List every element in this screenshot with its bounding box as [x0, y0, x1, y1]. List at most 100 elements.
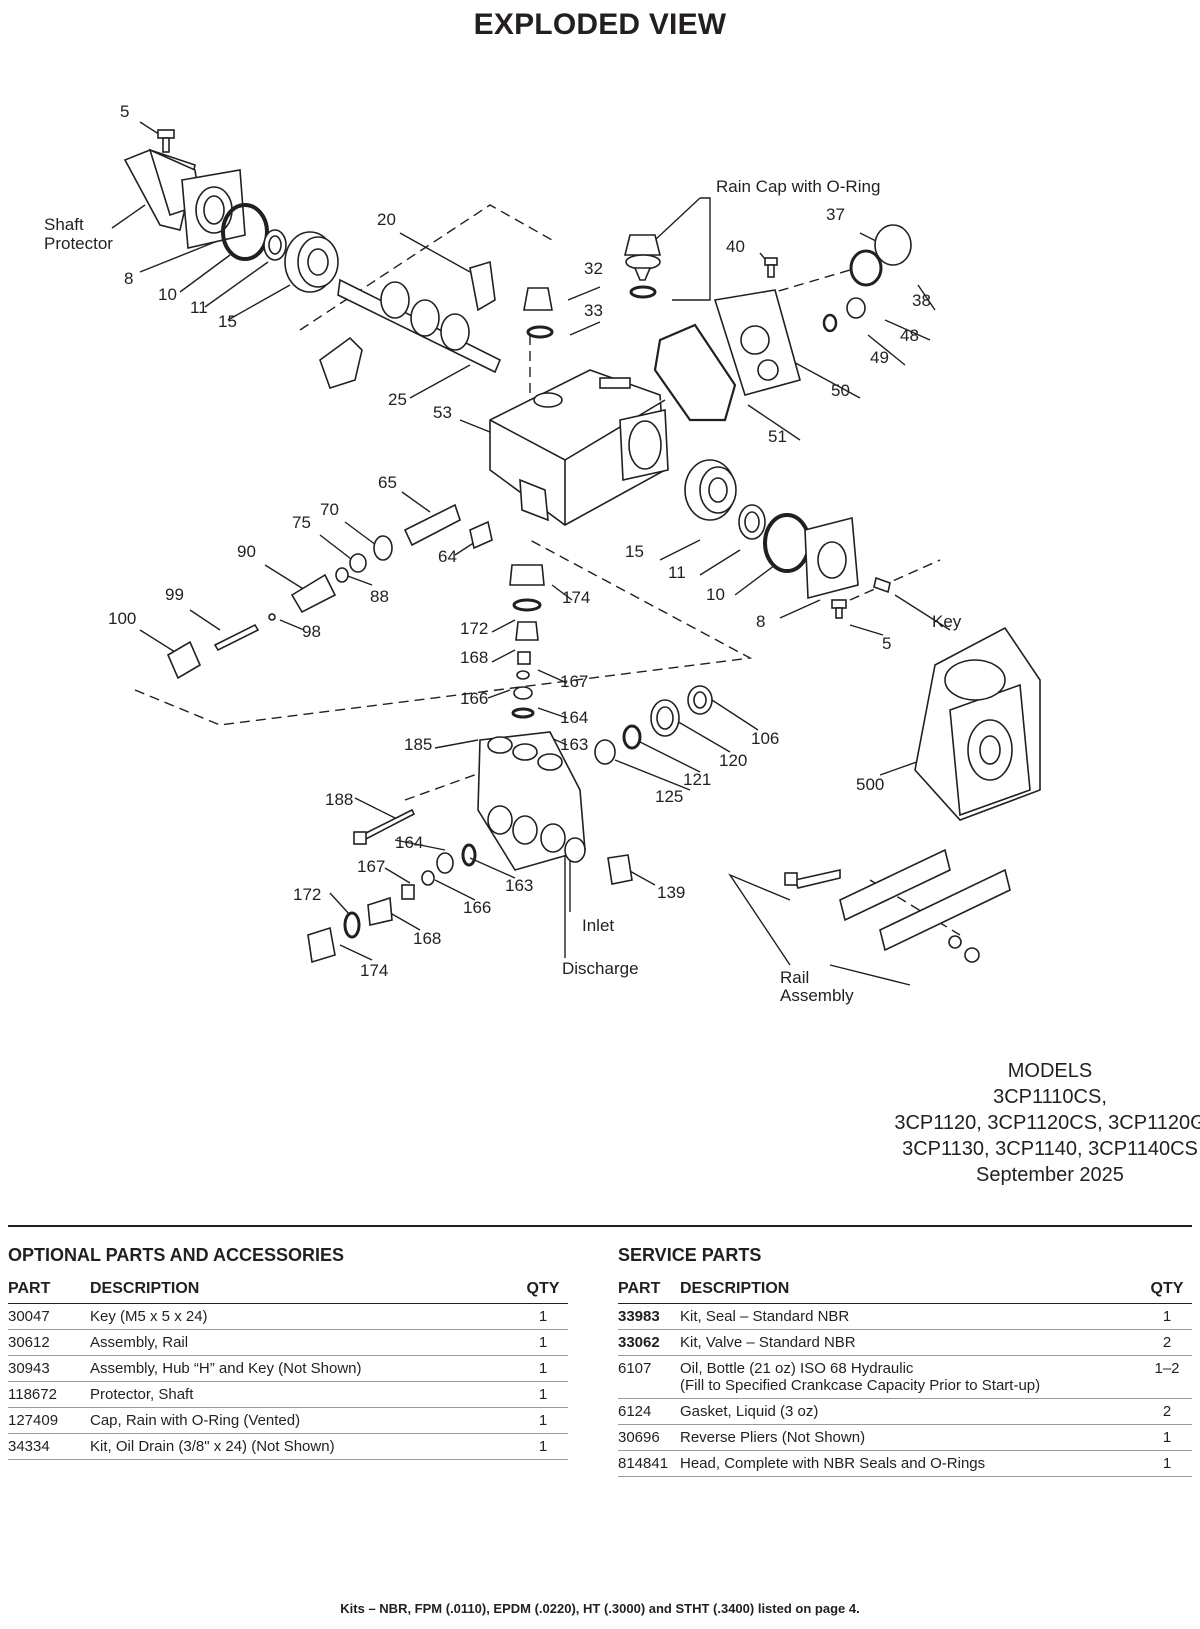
table-row: 33983 Kit, Seal – Standard NBR 1 [618, 1303, 1192, 1330]
callout-8b: 8 [756, 612, 765, 631]
callout-38: 38 [912, 291, 931, 310]
part-number: 33983 [618, 1303, 680, 1330]
part-description: Assembly, Rail [90, 1329, 518, 1356]
callout-8: 8 [124, 269, 133, 288]
section-divider [8, 1225, 1192, 1227]
callout-164: 164 [560, 708, 588, 727]
callout-33: 33 [584, 301, 603, 320]
exploded-view-diagram: 5 Shaft Protector 8 10 11 15 20 25 32 33… [44, 102, 1041, 1005]
part-description: Protector, Shaft [90, 1381, 518, 1408]
part-description: Kit, Oil Drain (3/8" x 24) (Not Shown) [90, 1433, 518, 1460]
part-description: Kit, Valve – Standard NBR [680, 1329, 1142, 1356]
callout-32: 32 [584, 259, 603, 278]
callout-174b: 174 [360, 961, 388, 980]
callout-10: 10 [158, 285, 177, 304]
part-qty: 1 [1142, 1303, 1192, 1330]
callout-120: 120 [719, 751, 747, 770]
part-description: Gasket, Liquid (3 oz) [680, 1398, 1142, 1425]
callout-139: 139 [657, 883, 685, 902]
callout-88: 88 [370, 587, 389, 606]
callout-rail-2: Assembly [780, 986, 854, 1005]
callout-5: 5 [120, 102, 129, 121]
callout-25: 25 [388, 390, 407, 409]
callout-174: 174 [562, 588, 590, 607]
callout-75: 75 [292, 513, 311, 532]
optional-parts-table: PART DESCRIPTION QTY 30047 Key (M5 x 5 x… [8, 1280, 568, 1460]
optional-parts-section: OPTIONAL PARTS AND ACCESSORIES PART DESC… [8, 1245, 568, 1460]
callout-20: 20 [377, 210, 396, 229]
part-qty: 1 [518, 1303, 568, 1330]
service-parts-section: SERVICE PARTS PART DESCRIPTION QTY 33983… [618, 1245, 1192, 1477]
part-number: 6107 [618, 1355, 680, 1399]
models-line-2: 3CP1120, 3CP1120CS, 3CP1120G [894, 1112, 1200, 1134]
callout-163b: 163 [505, 876, 533, 895]
callout-172: 172 [460, 619, 488, 638]
callout-rail: Rail [780, 968, 809, 987]
callout-99: 99 [165, 585, 184, 604]
callout-106: 106 [751, 729, 779, 748]
table-row: 34334 Kit, Oil Drain (3/8" x 24) (Not Sh… [8, 1433, 568, 1460]
callout-168: 168 [460, 648, 488, 667]
models-date: September 2025 [976, 1164, 1124, 1186]
part-description: Oil, Bottle (21 oz) ISO 68 Hydraulic [680, 1360, 914, 1377]
part-number: 6124 [618, 1398, 680, 1425]
table-row: 30047 Key (M5 x 5 x 24) 1 [8, 1303, 568, 1330]
callout-500: 500 [856, 775, 884, 794]
part-number: 30943 [8, 1355, 90, 1382]
callout-167: 167 [560, 672, 588, 691]
callout-100: 100 [108, 609, 136, 628]
part-description: Key (M5 x 5 x 24) [90, 1303, 518, 1330]
callout-121: 121 [683, 770, 711, 789]
part-description-note: (Fill to Specified Crankcase Capacity Pr… [680, 1377, 1041, 1394]
part-description: Head, Complete with NBR Seals and O-Ring… [680, 1450, 1142, 1477]
callout-48: 48 [900, 326, 919, 345]
callout-50: 50 [831, 381, 850, 400]
callout-185: 185 [404, 735, 432, 754]
callout-11: 11 [190, 298, 208, 317]
table-row: 30612 Assembly, Rail 1 [8, 1329, 568, 1356]
part-qty: 1–2 [1142, 1355, 1192, 1399]
part-description: Assembly, Hub “H” and Key (Not Shown) [90, 1355, 518, 1382]
col-description: DESCRIPTION [680, 1280, 1142, 1304]
callout-98: 98 [302, 622, 321, 641]
callout-188: 188 [325, 790, 353, 809]
footnote: Kits – NBR, FPM (.0110), EPDM (.0220), H… [340, 1601, 860, 1616]
part-number: 30047 [8, 1303, 90, 1330]
callout-51: 51 [768, 427, 787, 446]
part-qty: 1 [518, 1381, 568, 1408]
part-number: 30612 [8, 1329, 90, 1356]
table-row: 127409 Cap, Rain with O-Ring (Vented) 1 [8, 1407, 568, 1434]
callout-64: 64 [438, 547, 457, 566]
callout-166: 166 [460, 689, 488, 708]
part-number: 34334 [8, 1433, 90, 1460]
callout-discharge: Discharge [562, 959, 639, 978]
part-qty: 2 [1142, 1398, 1192, 1425]
models-block: MODELS 3CP1110CS, 3CP1120, 3CP1120CS, 3C… [880, 1058, 1200, 1188]
callout-70: 70 [320, 500, 339, 519]
part-description: Reverse Pliers (Not Shown) [680, 1424, 1142, 1451]
callout-125: 125 [655, 787, 683, 806]
optional-parts-heading: OPTIONAL PARTS AND ACCESSORIES [8, 1245, 345, 1265]
callout-166b: 166 [463, 898, 491, 917]
service-parts-heading: SERVICE PARTS [618, 1245, 762, 1265]
callout-11b: 11 [668, 563, 686, 582]
page-title: EXPLODED VIEW [473, 8, 727, 41]
callout-40: 40 [726, 237, 745, 256]
part-number: 127409 [8, 1407, 90, 1434]
callout-37: 37 [826, 205, 845, 224]
part-qty: 1 [518, 1355, 568, 1382]
table-row: 30943 Assembly, Hub “H” and Key (Not Sho… [8, 1355, 568, 1382]
callout-key: Key [932, 612, 962, 631]
models-line-1: 3CP1110CS, [993, 1086, 1107, 1108]
callout-shaft-protector-2: Protector [44, 234, 113, 253]
col-description: DESCRIPTION [90, 1280, 518, 1304]
callout-90: 90 [237, 542, 256, 561]
callout-49: 49 [870, 348, 889, 367]
part-qty: 1 [1142, 1450, 1192, 1477]
callout-167b: 167 [357, 857, 385, 876]
part-qty: 1 [1142, 1424, 1192, 1451]
table-row: 30696 Reverse Pliers (Not Shown) 1 [618, 1424, 1192, 1451]
callout-15: 15 [218, 312, 237, 331]
part-number: 118672 [8, 1381, 90, 1408]
callout-10b: 10 [706, 585, 725, 604]
